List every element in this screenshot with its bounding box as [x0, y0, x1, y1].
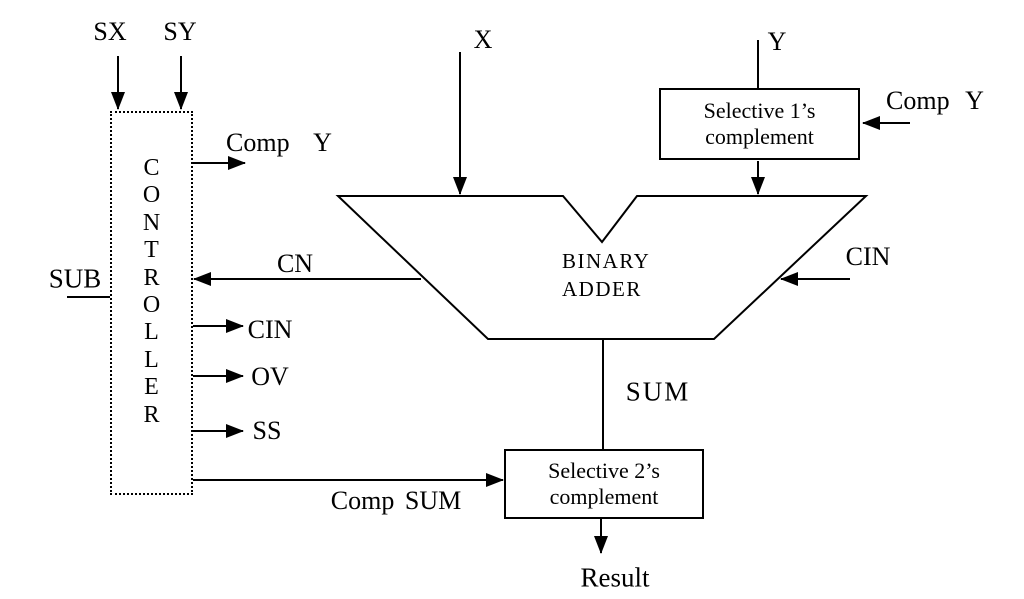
cin-out-label: CIN — [247, 315, 293, 344]
cn-label: CN — [276, 249, 314, 278]
adder-label-line2: ADDER — [562, 277, 642, 301]
selective-1s-complement-block: Selective 1’s complement — [659, 88, 860, 160]
sy-label: SY — [163, 17, 197, 46]
sel2-label-line1: Selective 2’s — [548, 458, 660, 483]
sum-label: SUM — [625, 376, 691, 407]
sel2-label-line2: complement — [549, 484, 659, 509]
y-label: Y — [767, 27, 787, 56]
sx-label: SX — [93, 17, 127, 46]
cin-in-label: CIN — [845, 242, 891, 271]
result-label: Result — [580, 562, 650, 593]
ss-label: SS — [252, 416, 282, 445]
comp-y-out-label: Comp Y — [226, 128, 332, 157]
sel1-label-line2: complement — [705, 124, 814, 149]
comp-y-in-label: Comp Y — [886, 86, 984, 115]
binary-adder-label: BINARY ADDER — [562, 247, 650, 303]
sub-label: SUB — [48, 263, 102, 294]
x-label: X — [473, 25, 493, 54]
sel1-label-line1: Selective 1’s — [703, 98, 816, 123]
selective-2s-complement-block: Selective 2’s complement — [504, 449, 704, 519]
binary-adder-shape — [335, 195, 869, 340]
adder-label-line1: BINARY — [562, 249, 651, 273]
comp-sum-label: Comp SUM — [330, 486, 462, 515]
ov-label: OV — [251, 362, 289, 391]
